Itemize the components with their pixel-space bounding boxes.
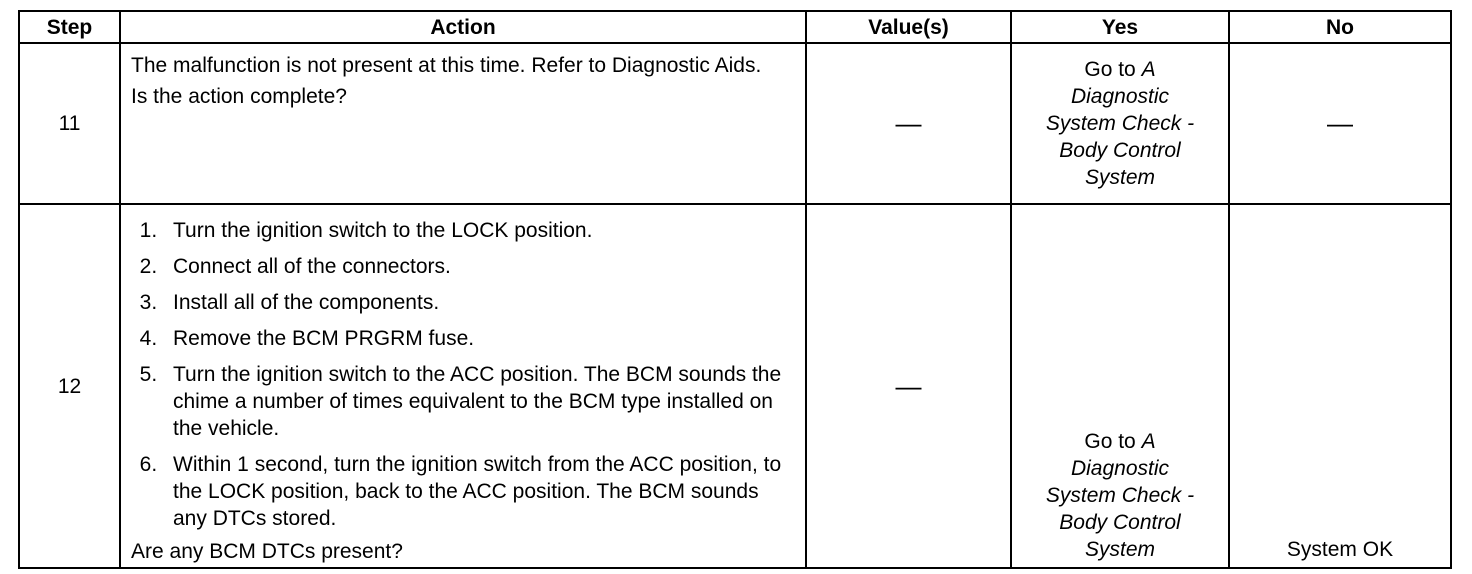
value-cell: — bbox=[805, 42, 1012, 205]
step-number: 11 bbox=[18, 42, 121, 205]
yes-link-word-4[interactable]: Body Control bbox=[1059, 511, 1181, 534]
table-row: 11 The malfunction is not present at thi… bbox=[18, 42, 1452, 205]
action-question: Is the action complete? bbox=[131, 85, 347, 108]
list-item: Remove the BCM PRGRM fuse. bbox=[163, 325, 795, 352]
header-values: Value(s) bbox=[805, 10, 1012, 44]
yes-link-word-2[interactable]: Diagnostic bbox=[1070, 85, 1170, 108]
value-cell: — bbox=[805, 203, 1012, 569]
diagnostic-table: Step Action Value(s) Yes No 11 The malfu… bbox=[18, 10, 1452, 569]
list-item: Turn the ignition switch to the LOCK pos… bbox=[163, 217, 795, 244]
action-cell: Turn the ignition switch to the LOCK pos… bbox=[119, 203, 807, 569]
header-yes: Yes bbox=[1010, 10, 1230, 44]
step-number: 12 bbox=[18, 203, 121, 569]
yes-link-word-1[interactable]: A bbox=[1141, 58, 1156, 81]
list-item: Turn the ignition switch to the ACC posi… bbox=[163, 361, 795, 442]
yes-link-word-5[interactable]: System bbox=[1084, 166, 1155, 189]
diagnostic-table-container: Step Action Value(s) Yes No 11 The malfu… bbox=[18, 10, 1452, 569]
header-step: Step bbox=[18, 10, 121, 44]
yes-link-word-5[interactable]: System bbox=[1084, 538, 1155, 561]
yes-link-word-3[interactable]: System Check - bbox=[1045, 484, 1195, 507]
no-cell: — bbox=[1228, 42, 1452, 205]
list-item: Connect all of the connectors. bbox=[163, 253, 795, 280]
no-cell: System OK bbox=[1228, 203, 1452, 569]
action-text: The malfunction is not present at this t… bbox=[131, 54, 762, 77]
yes-link-word-2[interactable]: Diagnostic bbox=[1070, 457, 1170, 480]
action-question: Are any BCM DTCs present? bbox=[131, 540, 403, 563]
header-row: Step Action Value(s) Yes No bbox=[18, 10, 1452, 44]
list-item: Install all of the components. bbox=[163, 289, 795, 316]
yes-link-word-3[interactable]: System Check - bbox=[1045, 112, 1195, 135]
yes-link-word-1[interactable]: A bbox=[1141, 430, 1156, 453]
header-action: Action bbox=[119, 10, 807, 44]
action-steps-list: Turn the ignition switch to the LOCK pos… bbox=[131, 217, 795, 532]
yes-goto-label: Go to bbox=[1084, 430, 1136, 453]
list-item: Within 1 second, turn the ignition switc… bbox=[163, 451, 795, 532]
header-no: No bbox=[1228, 10, 1452, 44]
table-row: 12 Turn the ignition switch to the LOCK … bbox=[18, 203, 1452, 569]
yes-goto: Go to A Diagnostic System Check - Body C… bbox=[1046, 428, 1194, 563]
yes-cell: Go to A Diagnostic System Check - Body C… bbox=[1010, 42, 1230, 205]
yes-goto: Go to A Diagnostic System Check - Body C… bbox=[1046, 56, 1194, 191]
yes-link-word-4[interactable]: Body Control bbox=[1059, 139, 1181, 162]
yes-cell: Go to A Diagnostic System Check - Body C… bbox=[1010, 203, 1230, 569]
action-cell: The malfunction is not present at this t… bbox=[119, 42, 807, 205]
yes-goto-label: Go to bbox=[1084, 58, 1136, 81]
